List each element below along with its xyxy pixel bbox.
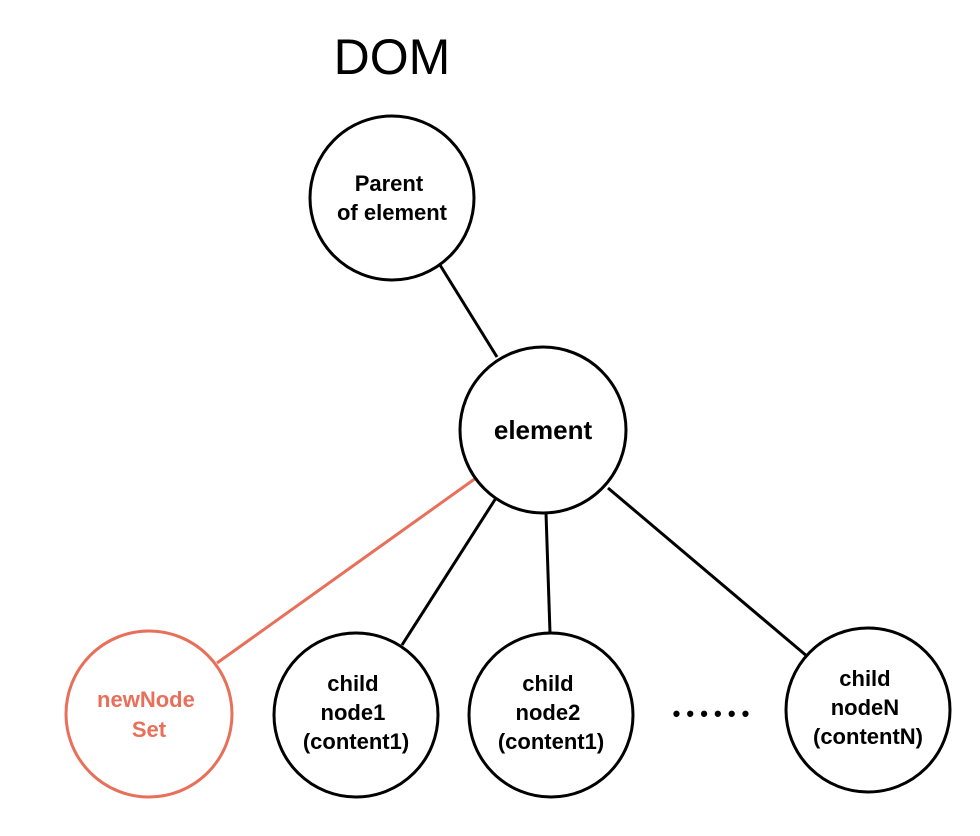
node-child1-line-2: node1: [321, 700, 386, 725]
node-childN-line-1: child: [839, 666, 890, 691]
edge-element-child1: [400, 497, 498, 646]
node-childN-line-2: nodeN: [831, 695, 899, 720]
svg-text:newNode Set: newNode Set: [97, 687, 201, 742]
svg-text:child nodeN (conte: child nodeN (contentN): [813, 666, 923, 749]
node-new-node-set: newNode Set: [64, 629, 234, 799]
node-parent: Parent of element: [308, 114, 476, 282]
node-child2-line-2: node2: [516, 700, 581, 725]
node-childN: child nodeN (contentN): [784, 626, 952, 794]
svg-text:element: element: [494, 415, 593, 445]
svg-text:child node1 (conte: child node1 (content1): [303, 671, 409, 754]
node-child1: child node1 (content1): [272, 631, 440, 799]
diagram-title: DOM: [334, 29, 451, 85]
node-element-line-1: element: [494, 415, 593, 445]
edge-element-newnode: [216, 476, 477, 665]
edge-element-child2: [544, 512, 552, 634]
node-new-node-line-2: Set: [132, 717, 167, 742]
node-child1-line-1: child: [327, 671, 378, 696]
node-child2: child node2 (content1): [467, 631, 635, 799]
edge-parent-element: [438, 264, 499, 358]
node-childN-line-3: (contentN): [813, 724, 923, 749]
node-new-node-line-1: newNode: [97, 687, 195, 712]
ellipsis-dots: • • • • • •: [673, 701, 750, 726]
node-child2-line-3: (content1): [498, 729, 604, 754]
node-element: element: [458, 345, 628, 515]
node-parent-line-1: Parent: [355, 171, 424, 196]
edge-element-childN: [607, 486, 809, 659]
node-child2-line-1: child: [522, 671, 573, 696]
svg-text:Parent of element: Parent of element: [337, 171, 448, 225]
node-parent-line-2: of element: [337, 200, 448, 225]
svg-text:child node2 (conte: child node2 (content1): [498, 671, 604, 754]
node-child1-line-3: (content1): [303, 729, 409, 754]
